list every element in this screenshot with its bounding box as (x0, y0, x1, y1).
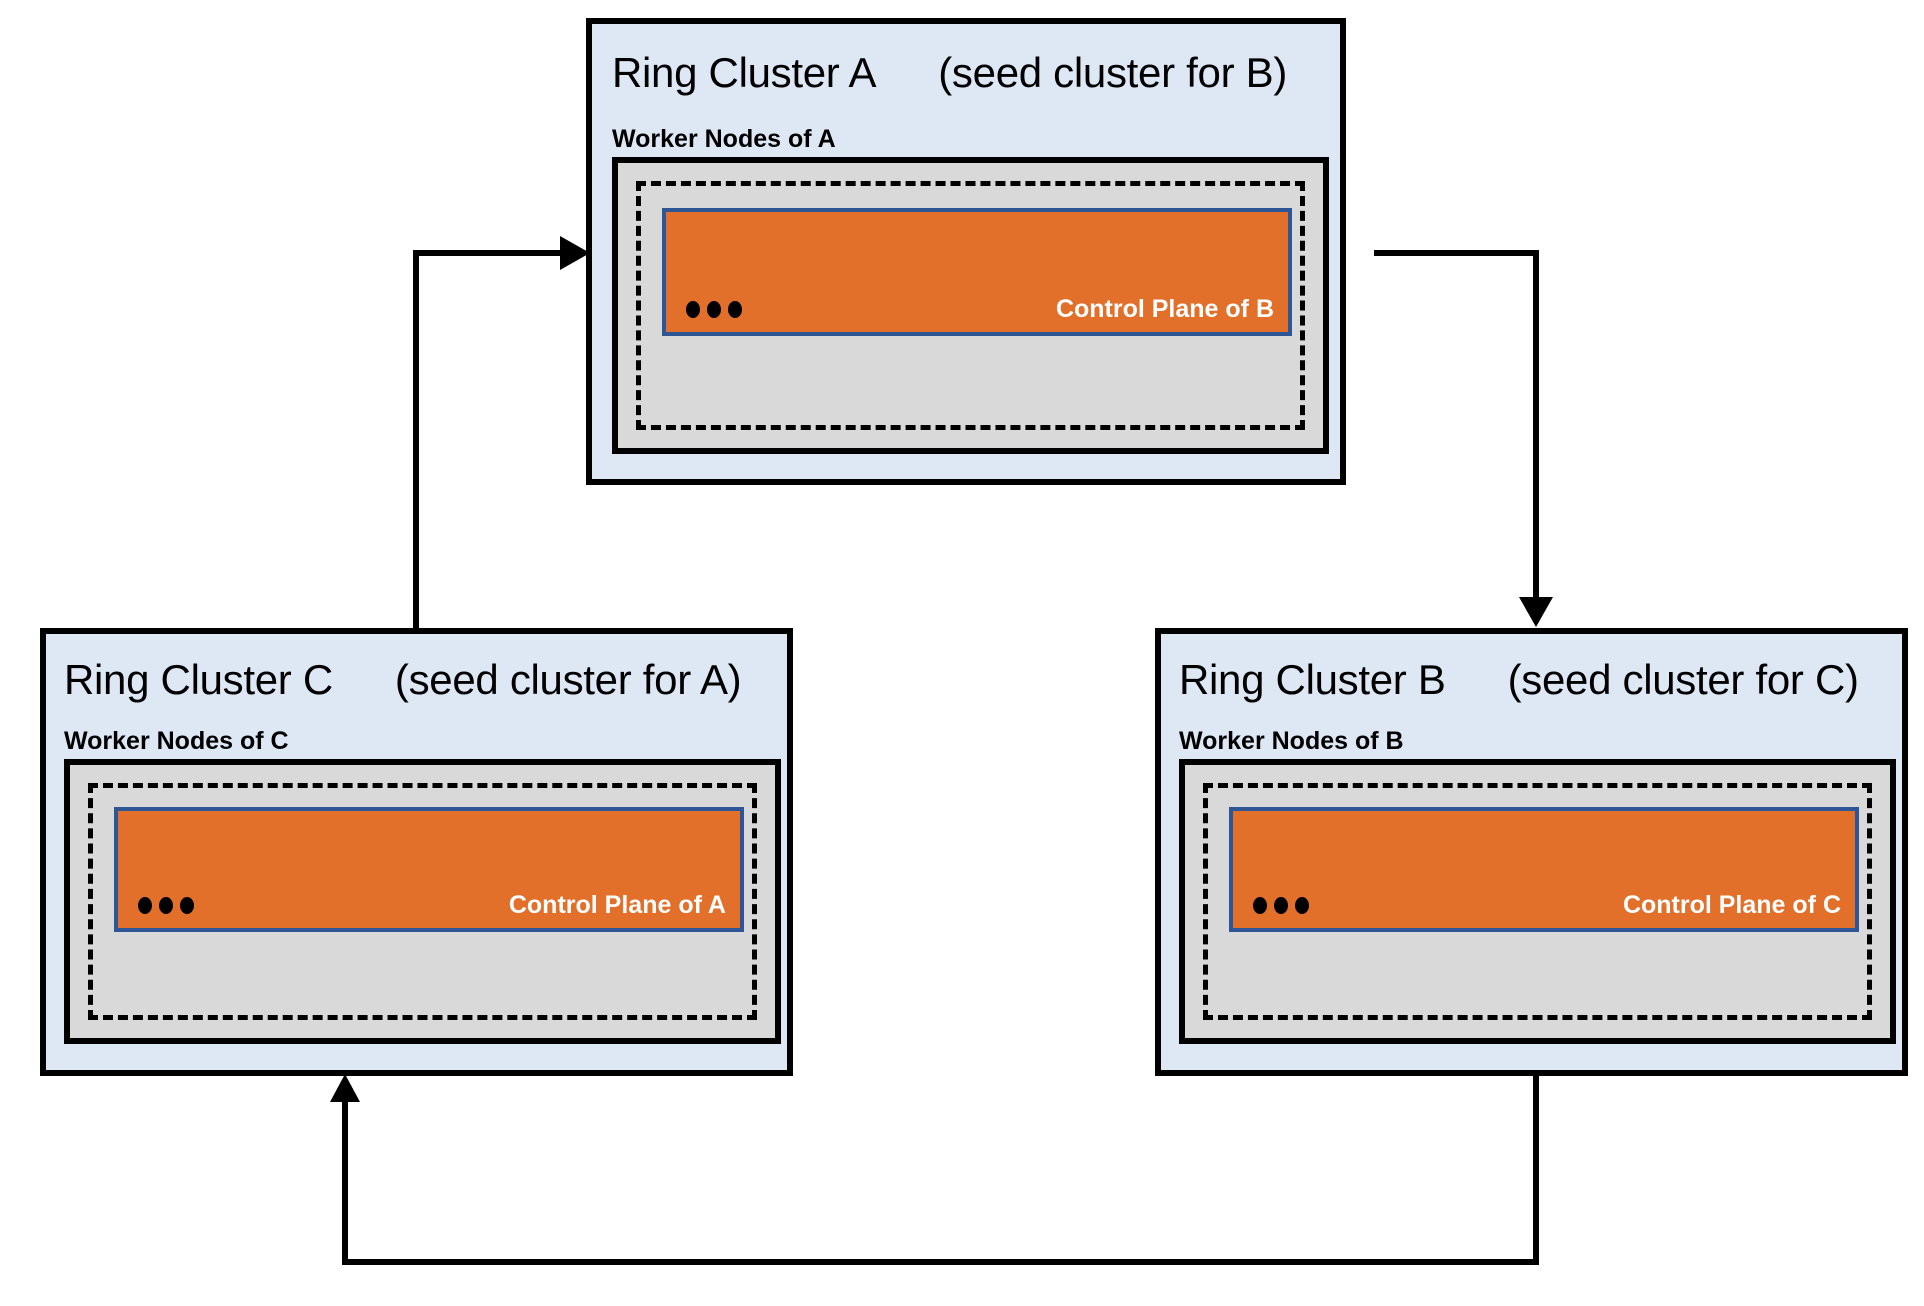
connector-a-to-b-horizontal (1374, 250, 1539, 256)
cluster-a-ellipsis-icon (686, 301, 742, 318)
cluster-c[interactable]: Ring Cluster C (seed cluster for A) Worke… (40, 628, 793, 1076)
connector-b-to-c-left-vertical (342, 1100, 348, 1265)
cluster-c-control-plane-box[interactable]: Control Plane of A (114, 807, 744, 932)
cluster-a-worker-label: Worker Nodes of A (612, 125, 836, 153)
cluster-a-seed-note: (seed cluster for B) (938, 49, 1288, 96)
arrow-head-into-cluster-a (560, 236, 590, 270)
arrow-head-into-cluster-b (1519, 597, 1553, 627)
cluster-c-worker-nodes-box: Control Plane of A (64, 759, 781, 1044)
connector-c-to-a-horizontal (413, 250, 573, 256)
connector-c-to-a-vertical (413, 250, 419, 654)
connector-b-to-c-horizontal (342, 1259, 1539, 1265)
cluster-b-title: Ring Cluster B (seed cluster for C) (1179, 659, 1859, 701)
cluster-b-worker-nodes-box: Control Plane of C (1179, 759, 1896, 1044)
cluster-a-title: Ring Cluster A (seed cluster for B) (612, 52, 1287, 94)
arrow-head-into-cluster-c (330, 1074, 360, 1102)
cluster-c-dashed-boundary (88, 783, 757, 1020)
cluster-c-worker-label: Worker Nodes of C (64, 727, 289, 755)
cluster-c-control-plane-label: Control Plane of A (508, 891, 726, 919)
cluster-a-worker-nodes-box: Control Plane of B (612, 157, 1329, 454)
cluster-c-title: Ring Cluster C (seed cluster for A) (64, 656, 742, 703)
cluster-c-name: Ring Cluster C (64, 656, 333, 703)
cluster-c-seed-note: (seed cluster for A) (394, 656, 742, 703)
cluster-a-control-plane-box[interactable]: Control Plane of B (662, 208, 1292, 336)
cluster-b-name: Ring Cluster B (1179, 656, 1446, 703)
cluster-a[interactable]: Ring Cluster A (seed cluster for B) Worke… (586, 18, 1346, 485)
cluster-b-control-plane-label: Control Plane of C (1622, 891, 1841, 919)
cluster-a-dashed-boundary (636, 181, 1305, 430)
cluster-b[interactable]: Ring Cluster B (seed cluster for C) Worke… (1155, 628, 1908, 1076)
cluster-b-worker-label: Worker Nodes of B (1179, 727, 1404, 755)
cluster-c-ellipsis-icon (138, 897, 194, 914)
cluster-b-seed-note: (seed cluster for C) (1507, 656, 1859, 703)
cluster-a-control-plane-label: Control Plane of B (1055, 295, 1274, 323)
cluster-b-ellipsis-icon (1253, 897, 1309, 914)
cluster-a-name: Ring Cluster A (612, 49, 877, 96)
connector-a-to-b-vertical (1533, 250, 1539, 602)
cluster-b-dashed-boundary (1203, 783, 1872, 1020)
cluster-b-control-plane-box[interactable]: Control Plane of C (1229, 807, 1859, 932)
